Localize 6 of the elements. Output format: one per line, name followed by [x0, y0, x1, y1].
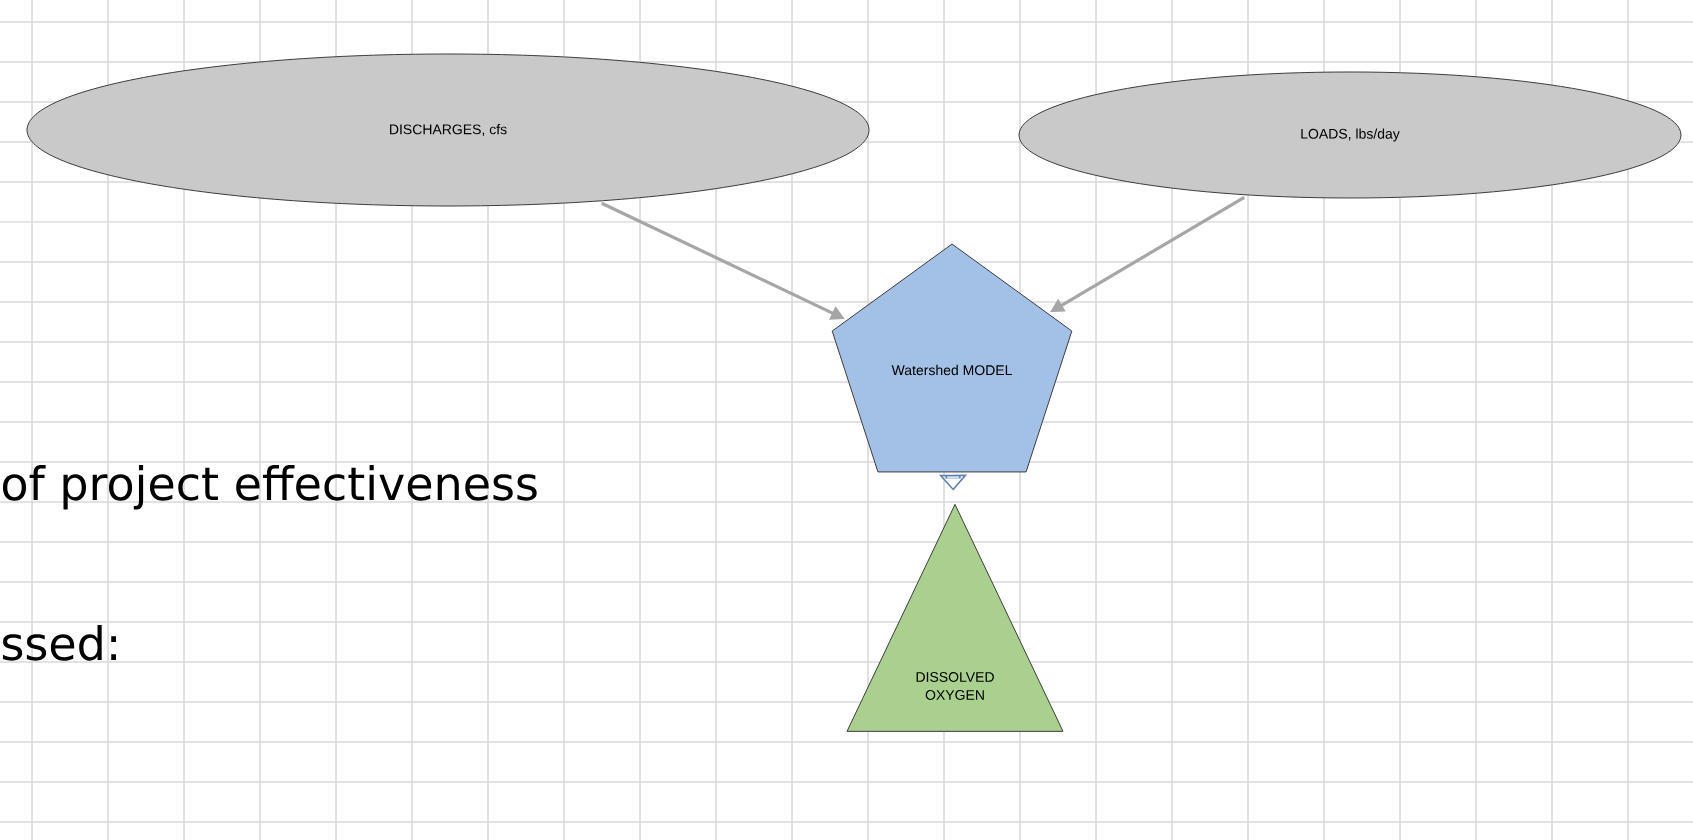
slide-text: ssed:	[2, 625, 116, 661]
triangle-node: DISSOLVED OXYGEN	[846, 503, 1064, 732]
pentagon-node: Watershed MODEL	[831, 243, 1073, 473]
ellipse-node: DISCHARGES, cfs	[26, 53, 870, 207]
ellipse-node: LOADS, lbs/day	[1018, 71, 1682, 199]
slide-text: of project effectiveness	[2, 465, 537, 510]
